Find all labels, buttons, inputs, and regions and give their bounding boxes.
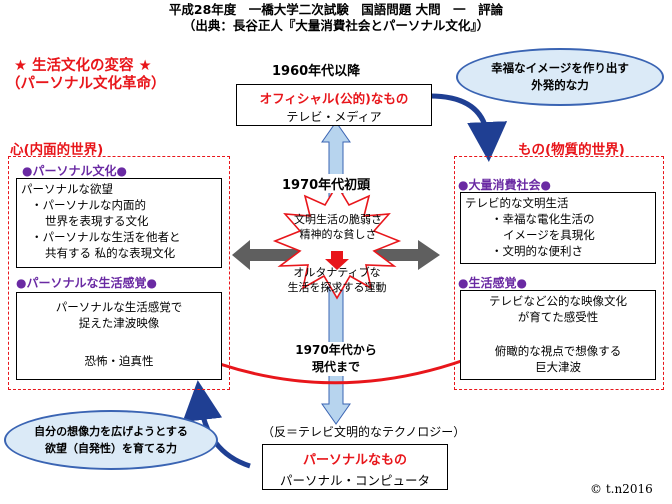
personal-culture-heading: ●パーソナル文化● xyxy=(22,164,127,178)
official-box-title: オフィシャル(公的)なもの xyxy=(259,91,409,106)
alternative-line: 生活を探求する運動 xyxy=(287,281,387,294)
life-sense-heading: ●生活感覚● xyxy=(458,276,527,290)
personal-culture-line: ・パーソナルな内面的 xyxy=(31,198,146,212)
navy-curve-top xyxy=(429,93,508,162)
main-title: ★ 生活文化の変容 ★ xyxy=(14,58,152,74)
cloud-bottom-line1: 自分の想像力を広げようとする xyxy=(34,425,188,438)
main-subtitle: （パーソナル文化革命） xyxy=(6,76,166,92)
center-red-arrow xyxy=(325,251,349,270)
personal-culture-box: パーソナルな欲望 ・パーソナルな内面的 世界を表現する文化 ・パーソナルな生活を… xyxy=(16,178,222,268)
mass-consumption-line: テレビ的な文明生活 xyxy=(465,196,569,210)
anti-tv-label: （反＝テレビ文明的なテクノロジー） xyxy=(262,425,466,439)
period-line: 現代まで xyxy=(311,360,360,374)
alternative-line: オルタナティブな xyxy=(293,266,381,279)
burst-shape xyxy=(272,183,402,300)
burst-text: 文明生活の脆弱さ 精神的な貧しさ xyxy=(286,212,390,242)
personal-sense-line: パーソナルな生活感覚で xyxy=(55,300,183,314)
right-section-title: もの(物質的世界) xyxy=(518,142,625,158)
mass-consumption-heading: ●大量消費社会● xyxy=(458,178,551,192)
personal-sense-line: 捉えた津波映像 xyxy=(78,316,160,330)
cloud-bottom: 自分の想像力を広げようとする 欲望（自発性）を育てる力 xyxy=(4,410,218,470)
life-sense-line: が育てた感受性 xyxy=(517,310,599,324)
mass-consumption-line: ・幸福な電化生活の xyxy=(491,212,595,226)
header-title: 平成28年度 一橋大学二次試験 国語問題 大問 一 評論 xyxy=(168,2,504,17)
life-sense-result: 俯瞰的な視点で想像する xyxy=(494,344,622,358)
personal-culture-line: 共有する 私的な表現文化 xyxy=(45,246,176,260)
header-source: （出典：長谷正人『大量消費社会とパーソナル文化』） xyxy=(182,18,490,33)
period-line: 1970年代から xyxy=(295,343,377,357)
personal-culture-line: ・パーソナルな生活を他者と xyxy=(31,230,181,244)
left-section-title: 心(内面的世界) xyxy=(10,142,104,158)
personal-culture-line: パーソナルな欲望 xyxy=(21,182,113,196)
personal-sense-heading: ●パーソナルな生活感覚● xyxy=(16,276,157,290)
life-sense-box: テレビなど公的な映像文化 が育てた感受性 俯瞰的な視点で想像する 巨大津波 xyxy=(460,290,656,380)
left-section-frame xyxy=(8,156,230,390)
copyright: © t.n2016 xyxy=(590,482,653,496)
official-box: オフィシャル(公的)なもの テレビ・メディア xyxy=(236,84,432,126)
life-sense-result: 巨大津波 xyxy=(535,360,581,374)
personal-box-title: パーソナルなもの xyxy=(302,453,407,468)
life-sense-line: テレビなど公的な映像文化 xyxy=(489,294,627,308)
top-period-label: 1960年代以降 xyxy=(272,64,361,79)
personal-box-sub: パーソナル・コンピュータ xyxy=(279,473,430,488)
red-curve xyxy=(176,345,479,385)
mass-consumption-line: イメージを具現化 xyxy=(503,228,595,242)
period-1970s-early: 1970年代初頭 xyxy=(282,174,371,193)
cloud-top-line2: 外発的な力 xyxy=(531,78,589,92)
period-1970s-to-now: 1970年代から 現代まで xyxy=(276,342,396,376)
personal-culture-line: 世界を表現する文化 xyxy=(45,214,149,228)
official-box-sub: テレビ・メディア xyxy=(286,110,382,124)
burst-line: 精神的な貧しさ xyxy=(299,228,377,241)
personal-box: パーソナルなもの パーソナル・コンピュータ xyxy=(262,444,448,490)
right-section-frame xyxy=(454,156,664,390)
cloud-top-line1: 幸福なイメージを作り出す xyxy=(491,61,629,75)
alternative-text: オルタナティブな 生活を探求する運動 xyxy=(274,265,400,295)
cloud-top: 幸福なイメージを作り出す 外発的な力 xyxy=(456,48,664,106)
mass-consumption-line: ・文明的な便利さ xyxy=(491,244,583,258)
mass-consumption-box: テレビ的な文明生活 ・幸福な電化生活の イメージを具現化 ・文明的な便利さ xyxy=(460,192,656,264)
personal-sense-box: パーソナルな生活感覚で 捉えた津波映像 恐怖・迫真性 xyxy=(16,292,222,380)
cloud-bottom-line2: 欲望（自発性）を育てる力 xyxy=(45,442,177,455)
personal-sense-result: 恐怖・迫真性 xyxy=(84,354,154,368)
burst-line: 文明生活の脆弱さ xyxy=(294,213,382,226)
